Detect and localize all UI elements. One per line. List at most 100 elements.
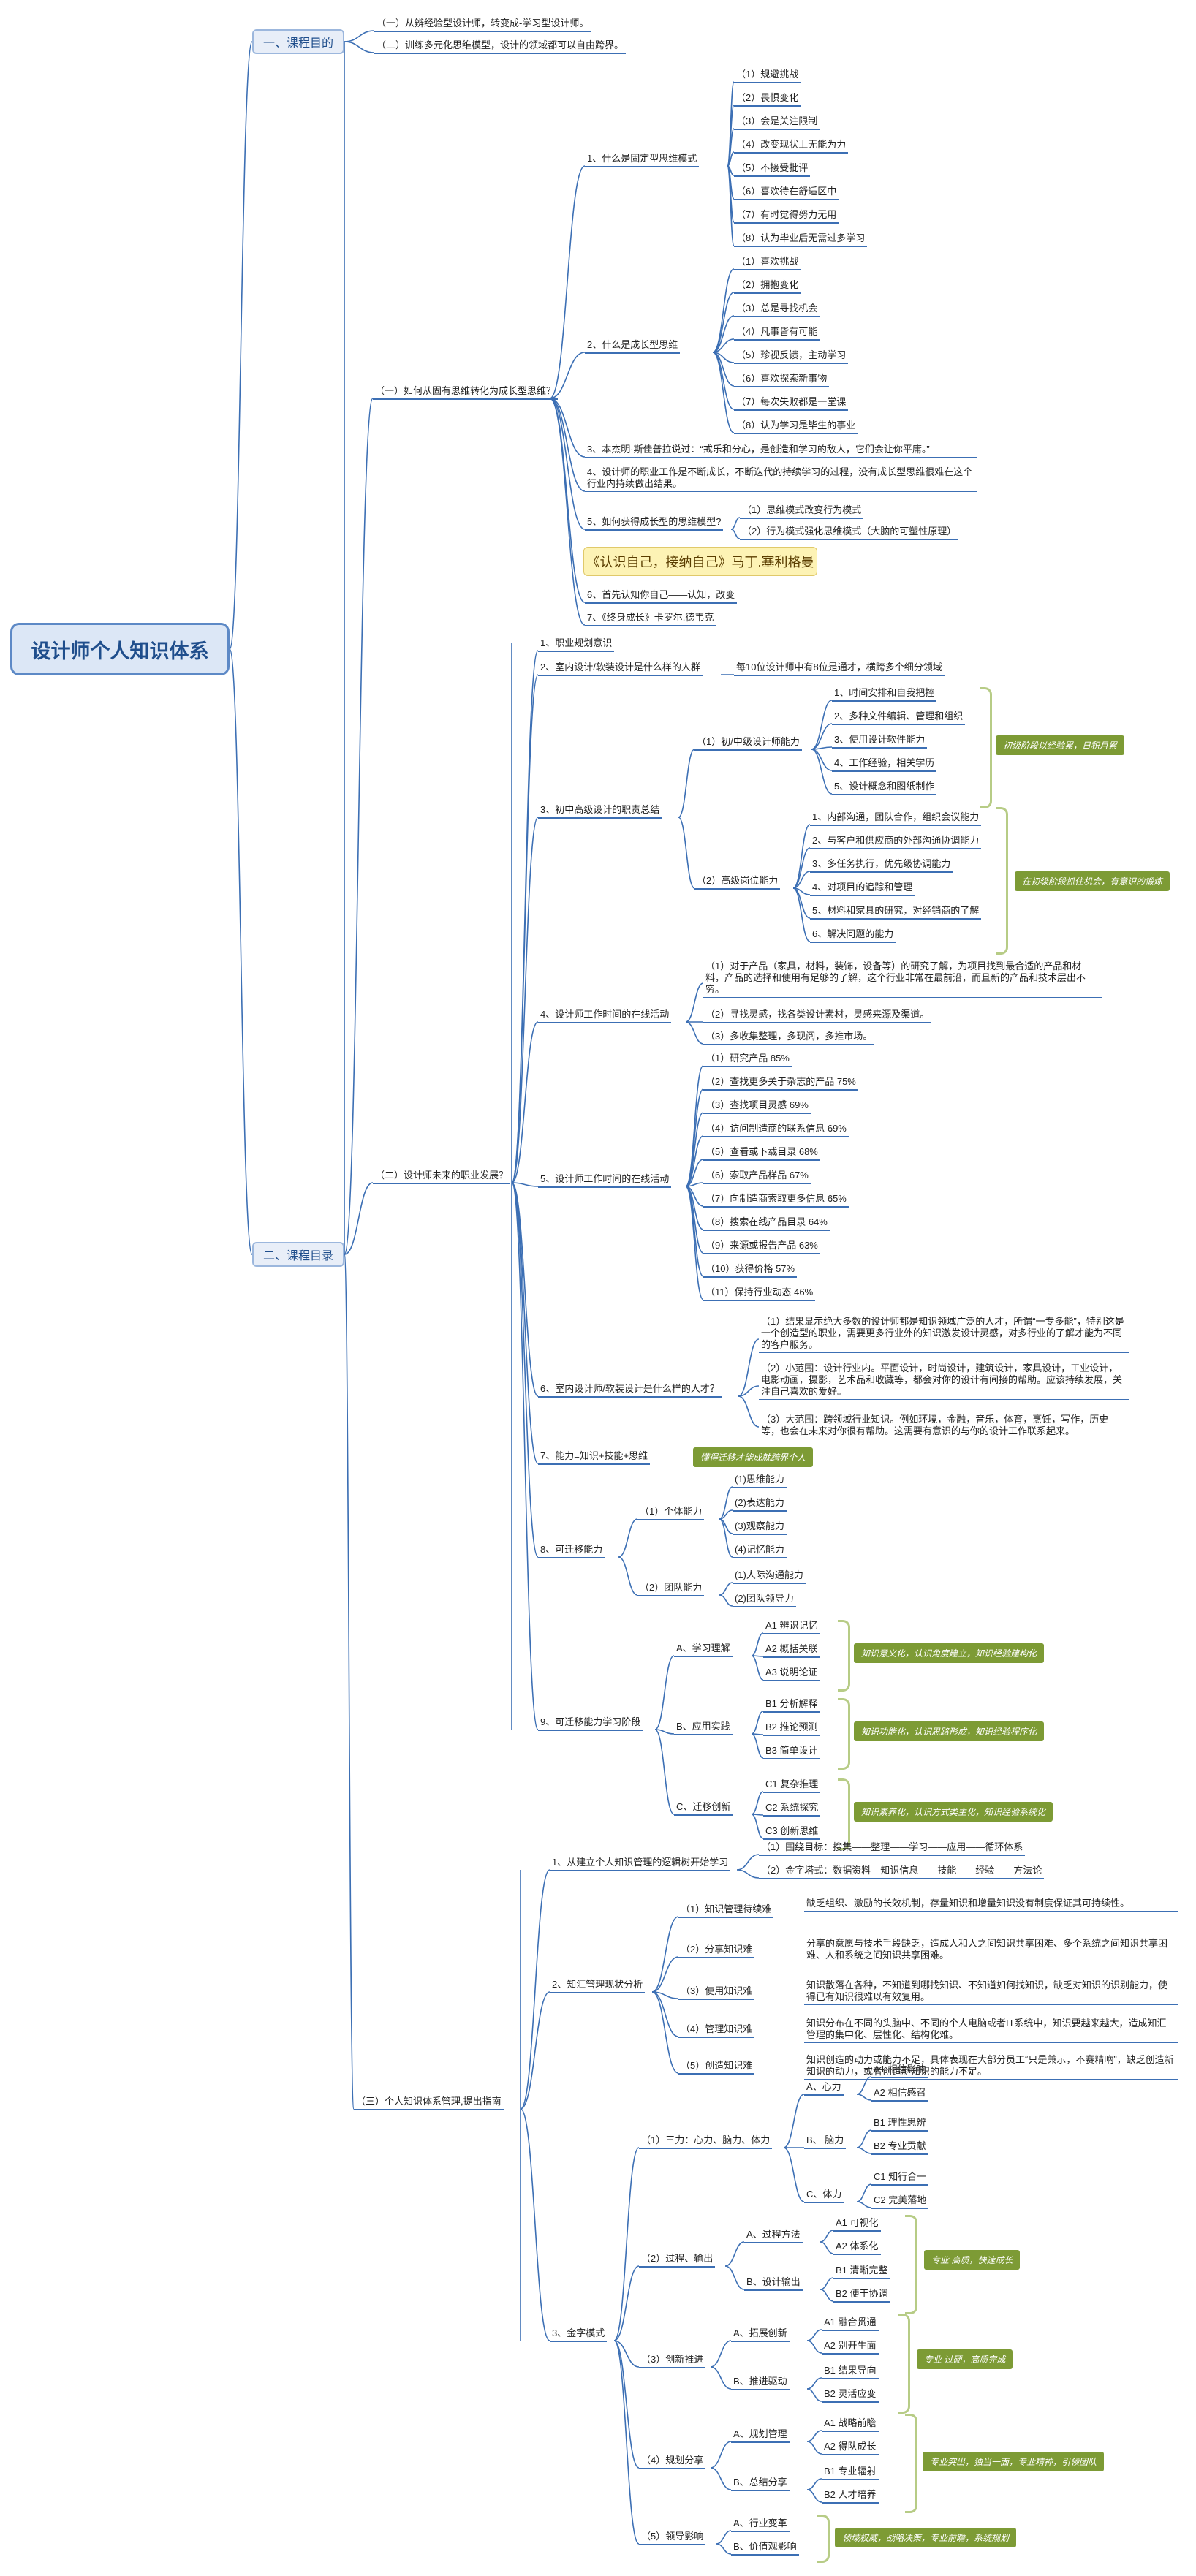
book-callout[interactable]: 《认识自己，接纳自己》马丁.塞利格曼: [583, 547, 817, 576]
transferable-ability[interactable]: 8、可迁移能力: [538, 1542, 605, 1558]
root-topic[interactable]: 设计师个人知识体系: [10, 623, 230, 675]
individual-ability-item[interactable]: (4)记忆能力: [733, 1542, 787, 1558]
individual-ability-item[interactable]: (2)表达能力: [733, 1496, 787, 1512]
innovation-item[interactable]: B2 灵活应变: [822, 2387, 879, 2403]
force-category[interactable]: A、心力: [804, 2080, 844, 2096]
innovation-tag[interactable]: 专业 过硬，高质完成: [917, 2349, 1013, 2369]
growth-mindset-question[interactable]: 2、什么是成长型思维: [585, 338, 681, 354]
team-ability-item[interactable]: (1)人际沟通能力: [733, 1568, 806, 1584]
planning-management[interactable]: A、规划管理: [731, 2427, 790, 2443]
knowledge-problem[interactable]: （1）知识管理待续难: [678, 1902, 774, 1918]
junior-ability[interactable]: （1）初/中级设计师能力: [694, 735, 802, 751]
process-item[interactable]: A1 可视化: [833, 2216, 881, 2232]
activity-inspiration[interactable]: （2）寻找灵感，找各类设计素材，灵感来源及渠道。: [703, 1007, 932, 1023]
fixed-item[interactable]: （6）喜欢待在舒适区中: [734, 184, 839, 200]
process-output[interactable]: （2）过程、输出: [639, 2251, 716, 2268]
individual-ability[interactable]: （1）个体能力: [637, 1504, 705, 1520]
career-plan[interactable]: 1、职业规划意识: [538, 636, 615, 652]
knowledge-status[interactable]: 2、知汇管理现状分析: [550, 1977, 646, 1993]
junior-item[interactable]: 1、时间安排和自我把控: [832, 686, 937, 702]
summary-sharing[interactable]: B、总结分享: [731, 2475, 790, 2491]
individual-ability-item[interactable]: (3)观察能力: [733, 1519, 787, 1535]
growth-item[interactable]: （1）喜欢挑战: [734, 254, 801, 270]
team-ability-item[interactable]: (2)团队领导力: [733, 1591, 796, 1607]
fixed-item[interactable]: （8）认为毕业后无需过多学习: [734, 231, 868, 247]
junior-tag[interactable]: 初级阶段以经验累，日积月累: [996, 735, 1125, 755]
junior-item[interactable]: 3、使用设计软件能力: [832, 732, 928, 749]
force-item[interactable]: C2 完美落地: [871, 2193, 929, 2209]
activity-stat[interactable]: （6）索取产品样品 67%: [703, 1168, 811, 1184]
force-item[interactable]: B1 理性思辨: [871, 2115, 928, 2132]
learning-stage-item[interactable]: C2 系统探究: [763, 1800, 821, 1817]
growth-item[interactable]: （4）凡事皆有可能: [734, 325, 820, 341]
knowledge-problem-desc[interactable]: 缺乏组织、激励的长效机制，存量知识和增量知识没有制度保证其可持续性。: [804, 1896, 1178, 1912]
purpose-item-2[interactable]: （二）训练多元化思维模型，设计的领域都可以自由跨界。: [374, 38, 627, 54]
activity-stat[interactable]: （2）查找更多关于杂志的产品 75%: [703, 1075, 858, 1091]
force-category[interactable]: B、 脑力: [804, 2133, 847, 2149]
learning-stage-tag[interactable]: 知识素养化，认识方式类主化，知识经验系统化: [854, 1802, 1053, 1822]
learning-stage-item[interactable]: A1 辨识记忆: [763, 1618, 820, 1634]
growth-item[interactable]: （2）拥抱变化: [734, 278, 801, 294]
senior-item[interactable]: 1、内部沟通，团队合作，组织会议能力: [810, 810, 982, 826]
learning-stage-item[interactable]: C3 创新思维: [763, 1824, 821, 1840]
force-item[interactable]: A2 相信感召: [871, 2086, 928, 2102]
activity-stat[interactable]: （11）保持行业动态 46%: [703, 1285, 816, 1301]
planning-item[interactable]: A2 得队成长: [822, 2439, 879, 2455]
knowledge-problem[interactable]: （4）管理知识难: [678, 2022, 755, 2038]
team-ability[interactable]: （2）团队能力: [637, 1580, 705, 1596]
designer-talent-type[interactable]: 6、室内设计师/软装设计是什么样的人才？: [538, 1382, 722, 1398]
learning-stage-3[interactable]: C、迁移创新: [674, 1800, 733, 1816]
process-item[interactable]: B2 便于协调: [833, 2287, 890, 2303]
process-item[interactable]: B1 清晰完整: [833, 2263, 890, 2279]
innovation-item[interactable]: B1 结果导向: [822, 2363, 879, 2379]
activity-stat[interactable]: （10）获得价格 57%: [703, 1262, 798, 1278]
activity-stat[interactable]: （1）研究产品 85%: [703, 1051, 792, 1067]
designer-population-note[interactable]: 每10位设计师中有8位是通才，横跨多个细分领域: [734, 660, 945, 676]
knowledge-problem[interactable]: （3）使用知识难: [678, 1984, 755, 2000]
planning-item[interactable]: B2 人才培养: [822, 2488, 879, 2504]
fixed-item[interactable]: （5）不接受批评: [734, 161, 811, 177]
talent-large-scope[interactable]: （3）大范围：跨领域行业知识。例如环境，金融，音乐，体育，烹饪，写作，历史等，也…: [759, 1412, 1129, 1439]
junior-item[interactable]: 4、工作经验，相关学历: [832, 756, 937, 772]
junior-item[interactable]: 2、多种文件编辑、管理和组织: [832, 709, 966, 725]
section-course-outline[interactable]: 二、课程目录: [252, 1242, 344, 1267]
quote-benjamin[interactable]: 3、本杰明·斯佳普拉说过：“戒乐和分心，是创造和学习的敌人，它们会让你平庸。”: [585, 442, 977, 458]
fixed-item[interactable]: （3）会是关注限制: [734, 114, 820, 130]
senior-item[interactable]: 2、与客户和供应商的外部沟通协调能力: [810, 833, 982, 849]
activity-stat[interactable]: （4）访问制造商的联系信息 69%: [703, 1121, 849, 1137]
design-output[interactable]: B、设计输出: [744, 2275, 803, 2291]
fixed-mindset-question[interactable]: 1、什么是固定型思维模式: [585, 151, 700, 167]
senior-ability[interactable]: （2）高级岗位能力: [694, 874, 781, 890]
learning-stage-tag[interactable]: 知识功能化，认识思路形成，知识经验程序化: [854, 1721, 1045, 1741]
process-method[interactable]: A、过程方法: [744, 2227, 803, 2243]
learning-stage-item[interactable]: A2 概括关联: [763, 1642, 820, 1658]
online-activity-1[interactable]: 4、设计师工作时间的在线活动: [538, 1007, 672, 1023]
leadership-item[interactable]: B、价值观影响: [731, 2539, 799, 2556]
lifelong-growth-book[interactable]: 7、《终身成长》卡罗尔.德韦克: [585, 610, 716, 626]
knowledge-problem-desc[interactable]: 知识创造的动力或能力不足，具体表现在大部分员工“只是兼示，不赛精吶”，缺乏创造新…: [804, 2053, 1178, 2080]
learning-stages[interactable]: 9、可迁移能力学习阶段: [538, 1715, 643, 1731]
know-yourself[interactable]: 6、首先认知你自己——认知，改变: [585, 588, 738, 604]
activity-research[interactable]: （1）对于产品（家具，材料，装饰，设备等）的研究了解，为项目找到最合适的产品和材…: [703, 959, 1102, 998]
innovation-item[interactable]: A1 融合贯通: [822, 2315, 879, 2331]
senior-item[interactable]: 4、对项目的追踪和管理: [810, 880, 915, 896]
activity-collect[interactable]: （3）多收集整理，多现阅，多推市场。: [703, 1029, 875, 1045]
planning-item[interactable]: A1 战略前瞻: [822, 2416, 879, 2432]
senior-item[interactable]: 6、解决问题的能力: [810, 927, 896, 943]
how-to-growth-question[interactable]: 5、如何获得成长型的思维模型?: [585, 515, 724, 531]
ability-formula[interactable]: 7、能力=知识+技能+思维: [538, 1449, 651, 1465]
growth-item[interactable]: （8）认为学习是毕生的事业: [734, 418, 858, 434]
leadership-tag[interactable]: 领域权威，战略决策，专业前瞻，系统规划: [835, 2528, 1017, 2547]
process-item[interactable]: A2 体系化: [833, 2239, 881, 2255]
knowledge-problem[interactable]: （5）创造知识难: [678, 2058, 755, 2075]
talent-small-scope[interactable]: （2）小范围：设计行业内。平面设计，时尚设计，建筑设计，家具设计，工业设计，电影…: [759, 1361, 1129, 1400]
learning-stage-item[interactable]: B2 推论预测: [763, 1720, 820, 1736]
growth-method-1[interactable]: （1）思维模式改变行为模式: [740, 503, 864, 519]
growth-method-2[interactable]: （2）行为模式强化思维模式（大脑的可塑性原理）: [740, 524, 959, 540]
learning-stage-item[interactable]: B3 简单设计: [763, 1743, 820, 1759]
leadership-item[interactable]: A、行业变革: [731, 2516, 790, 2532]
learning-stage-item[interactable]: A3 说明论证: [763, 1665, 820, 1681]
knowledge-problem[interactable]: （2）分享知识难: [678, 1942, 755, 1958]
planning-tag[interactable]: 专业突出，独当一面，专业精神，引领团队: [923, 2452, 1105, 2471]
growth-item[interactable]: （7）每次失败都是一堂课: [734, 395, 849, 411]
